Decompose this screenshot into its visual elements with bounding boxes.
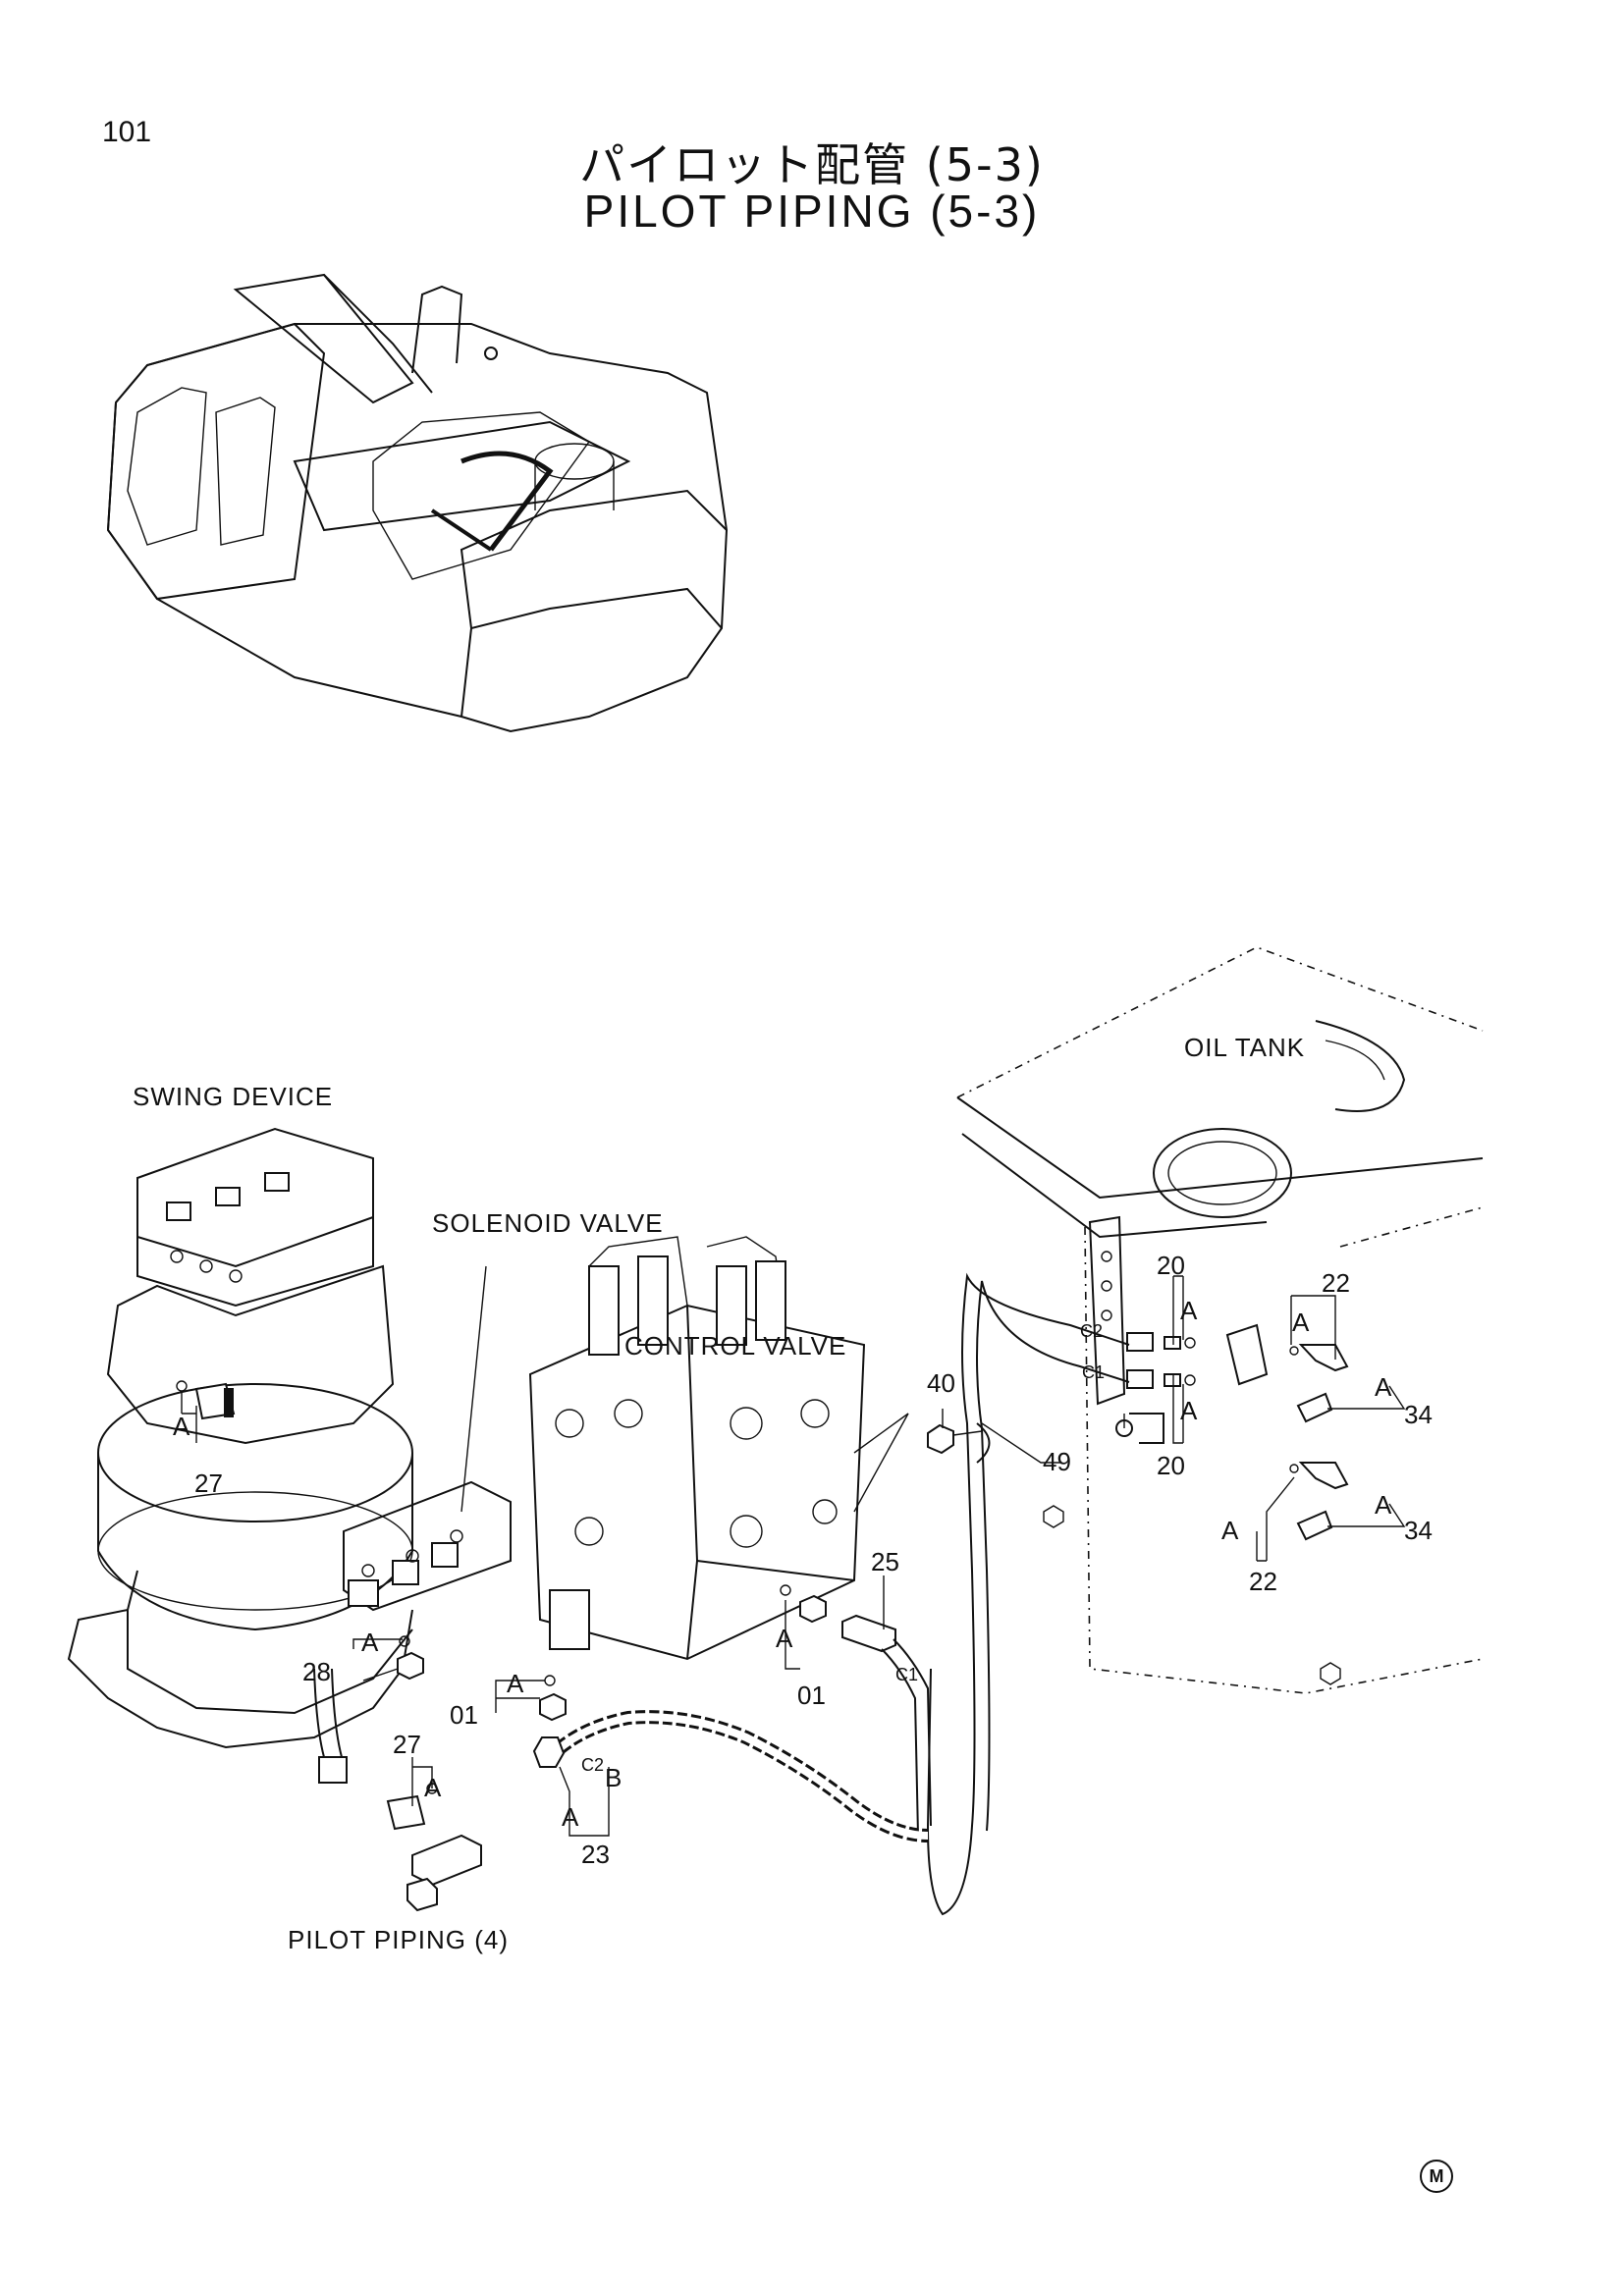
solenoid-valve-label: SOLENOID VALVE [432, 1208, 664, 1238]
part-34-top: 34 [1404, 1400, 1433, 1429]
port-c2-tank: C2 [1080, 1321, 1103, 1341]
solenoid-valve [343, 1265, 512, 1612]
part-22-bottom: 22 [1249, 1567, 1277, 1596]
swing-device [67, 1127, 413, 1784]
port-a-label: A [173, 1412, 190, 1441]
port-a-label: A [1180, 1296, 1198, 1325]
port-a-label: A [1180, 1396, 1198, 1425]
part-20-top: 20 [1157, 1251, 1185, 1280]
port-a-label: A [562, 1802, 579, 1832]
pilot-piping-4-label: PILOT PIPING (4) [288, 1925, 509, 1954]
part-01-right: 01 [797, 1681, 826, 1710]
port-a-label: A [1375, 1372, 1392, 1402]
port-b-label: B [605, 1763, 622, 1792]
port-a-label: A [361, 1628, 379, 1657]
port-a-label: A [424, 1773, 442, 1802]
port-a-label: A [1375, 1490, 1392, 1520]
part-25: 25 [871, 1547, 899, 1576]
port-c1-tank: C1 [1082, 1362, 1105, 1382]
part-22-top: 22 [1322, 1268, 1350, 1298]
part-28: 28 [302, 1657, 331, 1686]
part-23: 23 [581, 1840, 610, 1869]
pilot-pipes [386, 1272, 1130, 1916]
excavator-overview [106, 273, 729, 733]
control-valve [528, 1236, 909, 1661]
part-27-top: 27 [194, 1468, 223, 1498]
oil-tank-label: OIL TANK [1184, 1033, 1305, 1062]
part-40: 40 [927, 1368, 955, 1398]
part-34-bottom: 34 [1404, 1516, 1433, 1545]
port-a-label: A [1292, 1308, 1310, 1337]
labels: OIL TANK SWING DEVICE SOLENOID VALVE CON… [133, 1033, 1433, 1954]
page-number: 101 [102, 116, 152, 148]
part-27-bottom: 27 [393, 1730, 421, 1759]
swing-device-label: SWING DEVICE [133, 1082, 333, 1111]
port-c1-pipe: C1 [895, 1665, 918, 1684]
title-japanese: パイロット配管 (5-3) [579, 138, 1045, 191]
oil-tank [956, 946, 1484, 1694]
title-english: PILOT PIPING (5-3) [583, 186, 1041, 237]
port-a-label: A [776, 1624, 793, 1653]
port-a-label: A [507, 1669, 524, 1698]
part-01-left: 01 [450, 1700, 478, 1730]
copyright-mark: M [1420, 2160, 1453, 2193]
port-a-label: A [1221, 1516, 1239, 1545]
port-c2-hose: C2 [581, 1755, 604, 1775]
leader-lines [181, 1275, 1406, 1837]
part-20-bottom: 20 [1157, 1451, 1185, 1480]
control-valve-label: CONTROL VALVE [624, 1331, 846, 1361]
part-49: 49 [1043, 1447, 1071, 1476]
